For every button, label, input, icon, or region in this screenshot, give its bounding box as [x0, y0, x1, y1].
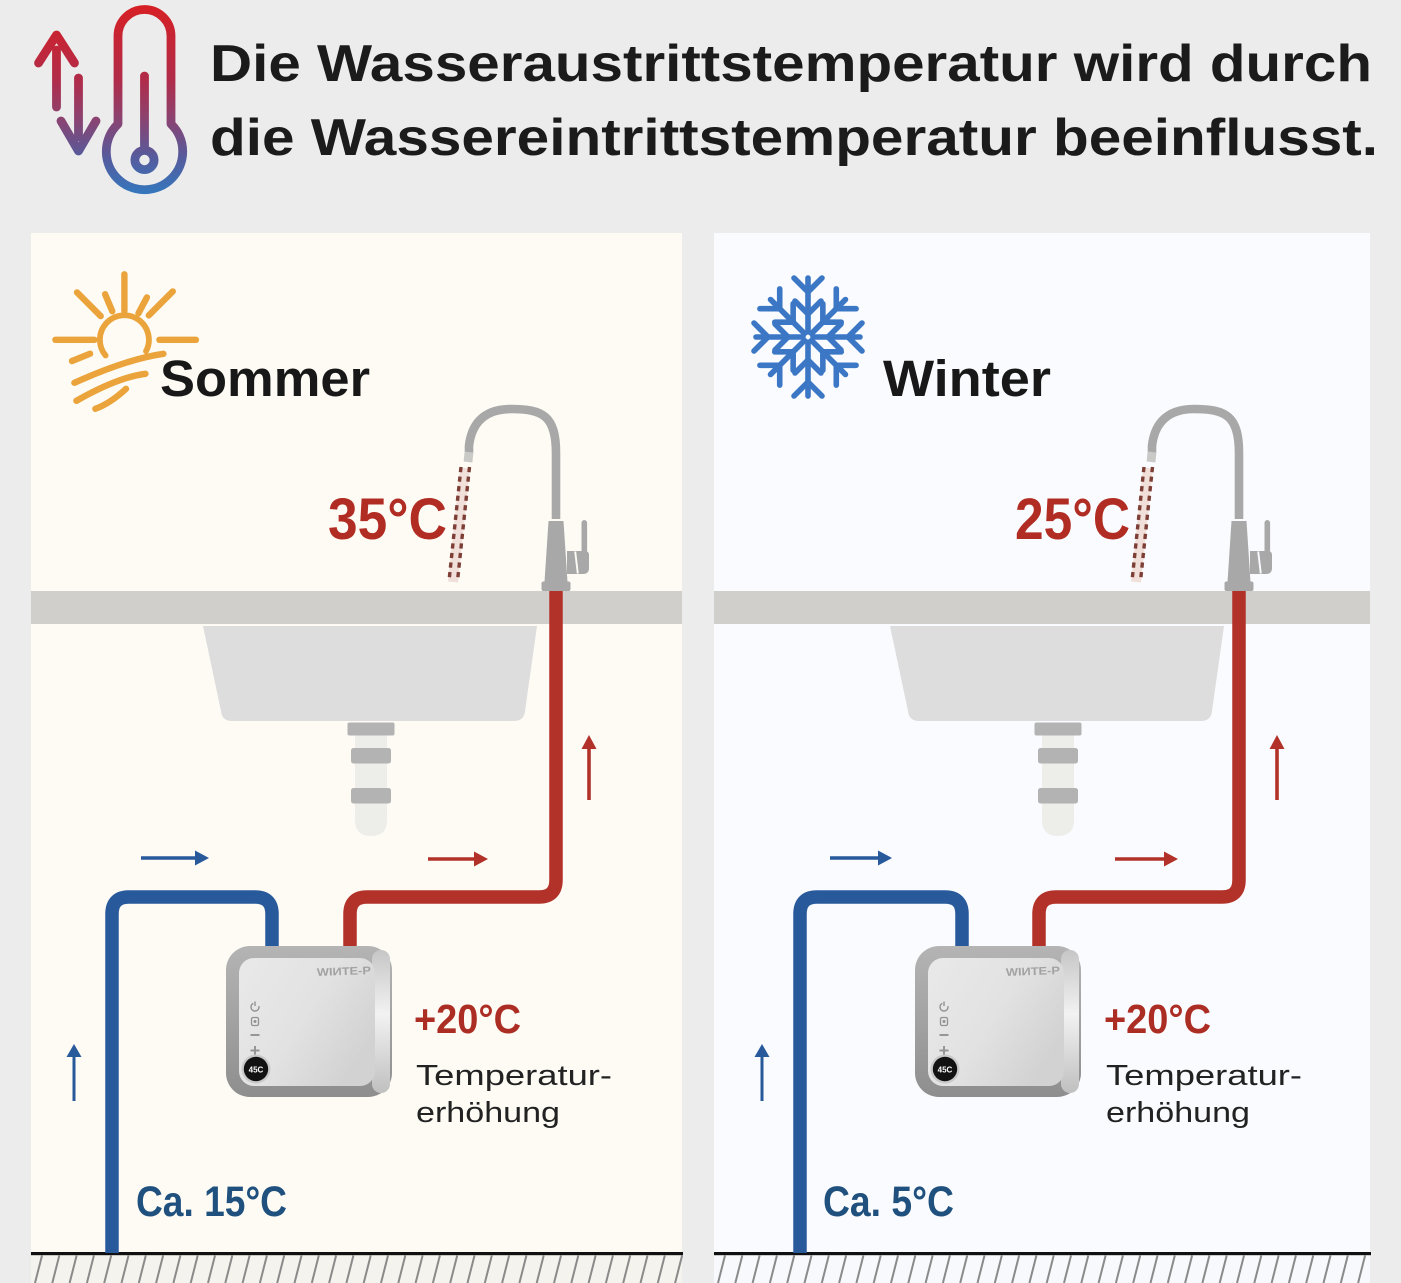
svg-text:WIИTE-P: WIИTE-P	[317, 965, 371, 979]
svg-text:WIИTE-P: WIИTE-P	[1006, 965, 1060, 979]
svg-text:die Wassereintrittstemperatur: die Wassereintrittstemperatur beeinfluss…	[210, 109, 1378, 167]
svg-text:Ca. 15°C: Ca. 15°C	[136, 1178, 287, 1226]
svg-text:Winter: Winter	[883, 350, 1051, 407]
svg-text:Temperatur-: Temperatur-	[416, 1060, 612, 1092]
svg-text:45C: 45C	[249, 1066, 264, 1075]
svg-text:+20°C: +20°C	[1104, 996, 1211, 1042]
svg-text:35°C: 35°C	[328, 487, 447, 552]
svg-text:Temperatur-: Temperatur-	[1106, 1060, 1302, 1092]
svg-text:45C: 45C	[938, 1066, 953, 1075]
svg-text:erhöhung: erhöhung	[416, 1097, 560, 1129]
svg-text:Die Wasseraustrittstemperatur: Die Wasseraustrittstemperatur wird durch	[210, 35, 1372, 93]
svg-text:erhöhung: erhöhung	[1106, 1097, 1250, 1129]
svg-text:+20°C: +20°C	[414, 996, 521, 1042]
svg-text:Ca. 5°C: Ca. 5°C	[823, 1178, 954, 1226]
svg-text:Sommer: Sommer	[160, 350, 370, 407]
svg-text:25°C: 25°C	[1015, 487, 1130, 552]
